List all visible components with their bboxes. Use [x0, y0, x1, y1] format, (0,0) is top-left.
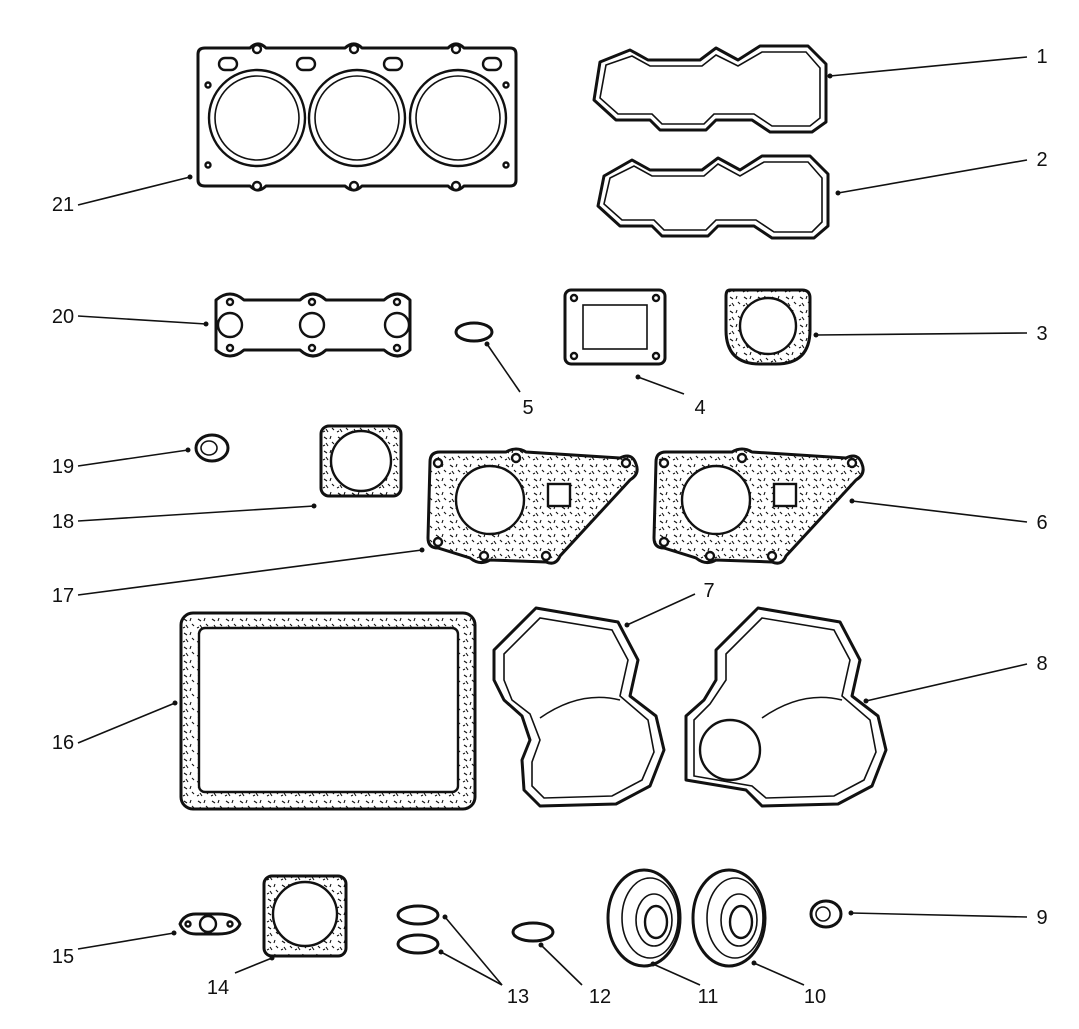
- part-7-timing-case-gasket: [492, 606, 666, 808]
- callout-20: 20: [52, 306, 74, 328]
- part-10-crankshaft-seal: [691, 868, 767, 968]
- part-5-o-ring: [454, 321, 494, 343]
- part-15-flange-gasket: [178, 912, 242, 936]
- part-21-cylinder-head-gasket: [196, 42, 518, 192]
- callout-15: 15: [52, 946, 74, 968]
- part-9-oil-seal: [809, 899, 843, 929]
- callout-14: 14: [207, 977, 229, 999]
- callout-10: 10: [804, 986, 826, 1008]
- callout-13: 13: [507, 986, 529, 1008]
- callout-21: 21: [52, 194, 74, 216]
- callout-11: 11: [698, 986, 719, 1008]
- callout-16: 16: [52, 732, 74, 754]
- part-2-rocker-cover-gasket: [596, 154, 830, 240]
- callout-5: 5: [522, 397, 533, 419]
- callout-4: 4: [694, 397, 705, 419]
- part-12-o-ring: [511, 921, 555, 943]
- part-17-plate-gasket: [426, 447, 639, 565]
- part-11-crankshaft-seal: [606, 868, 682, 968]
- part-13-o-rings: [396, 904, 440, 955]
- callout-1: 1: [1036, 46, 1047, 68]
- part-6-plate-gasket: [652, 447, 865, 565]
- callout-2: 2: [1036, 149, 1047, 171]
- part-8-timing-case-gasket: [684, 606, 888, 808]
- callout-6: 6: [1036, 512, 1047, 534]
- callout-12: 12: [589, 986, 611, 1008]
- part-18-square-gasket: [319, 424, 403, 498]
- callout-18: 18: [52, 511, 74, 533]
- leader-lines: [77, 56, 1028, 986]
- callout-7: 7: [703, 580, 714, 602]
- callout-3: 3: [1036, 323, 1047, 345]
- part-19-oil-seal: [194, 433, 230, 463]
- callout-labels: 1 2 3 4 5 6 7 8 9 10 11 12 13 14 15 16 1…: [52, 46, 1048, 1008]
- part-14-square-gasket: [262, 874, 348, 958]
- callout-19: 19: [52, 456, 74, 478]
- callout-9: 9: [1036, 907, 1047, 929]
- callout-8: 8: [1036, 653, 1047, 675]
- part-3-flange-gasket: [724, 288, 812, 366]
- part-1-rocker-cover-gasket: [592, 44, 828, 134]
- part-4-square-gasket: [563, 288, 667, 366]
- callout-17: 17: [52, 585, 74, 607]
- part-20-manifold-gasket: [214, 292, 412, 358]
- part-16-sump-gasket: [179, 611, 477, 811]
